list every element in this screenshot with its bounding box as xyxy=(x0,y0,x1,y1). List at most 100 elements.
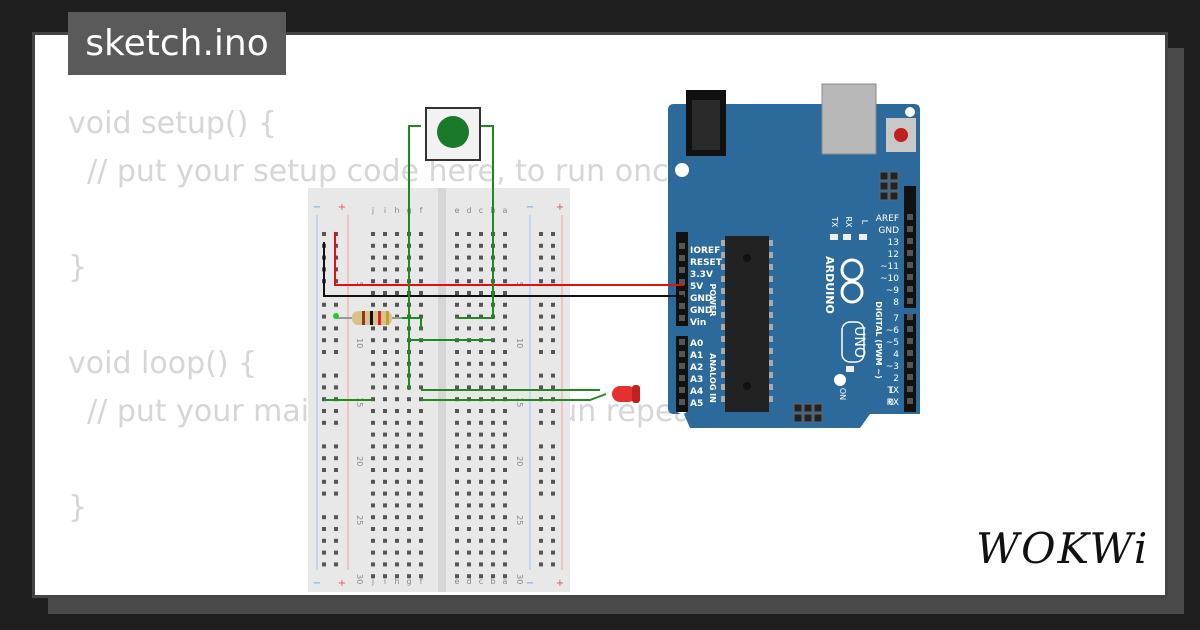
breadboard-hole xyxy=(479,444,483,449)
led xyxy=(612,385,640,403)
breadboard-hole xyxy=(322,314,326,319)
column-letter: e xyxy=(455,577,460,586)
breadboard-hole xyxy=(383,515,387,520)
usb-port xyxy=(821,83,877,155)
breadboard-hole xyxy=(455,255,459,260)
breadboard-hole xyxy=(419,420,423,425)
breadboard-hole xyxy=(419,409,423,413)
resistor xyxy=(333,311,402,325)
header-pin xyxy=(679,339,685,345)
infinity-logo-left xyxy=(840,258,864,282)
header-pin xyxy=(679,399,685,405)
breadboard-hole xyxy=(395,550,399,555)
breadboard-hole xyxy=(479,456,483,461)
pushbutton-cap xyxy=(437,116,469,148)
breadboard-hole xyxy=(551,444,555,449)
breadboard-hole xyxy=(503,291,507,295)
led-dome xyxy=(632,385,640,403)
breadboard-hole xyxy=(467,420,471,425)
file-tab[interactable]: sketch.ino xyxy=(68,12,286,75)
chip-pin xyxy=(721,288,725,294)
breadboard-hole xyxy=(491,550,495,555)
breadboard-hole xyxy=(551,338,555,343)
header-pin xyxy=(679,387,685,393)
breadboard-hole xyxy=(467,385,471,390)
analog-pin-label: A4 xyxy=(690,387,703,397)
breadboard-hole xyxy=(467,279,471,284)
breadboard-hole xyxy=(322,385,326,390)
power-pin-label: Vin xyxy=(690,318,706,328)
breadboard-hole xyxy=(479,538,483,543)
breadboard-hole xyxy=(455,432,459,437)
breadboard-hole xyxy=(551,538,555,543)
infinity-logo-right xyxy=(840,280,864,304)
project-card[interactable] xyxy=(32,32,1168,598)
analog-label: ANALOG IN xyxy=(708,353,717,403)
status-led xyxy=(830,234,838,240)
rail-sign: + xyxy=(338,578,346,589)
breadboard-hole xyxy=(419,515,423,520)
breadboard-hole xyxy=(467,444,471,449)
icsp-pin xyxy=(793,403,803,413)
breadboard-hole xyxy=(503,350,507,354)
breadboard-hole xyxy=(467,479,471,484)
tx-label: TX xyxy=(830,216,839,228)
chip-pin xyxy=(721,312,725,318)
breadboard-hole xyxy=(334,326,338,331)
breadboard-hole xyxy=(383,550,387,555)
breadboard-hole xyxy=(455,314,459,319)
breadboard-hole xyxy=(539,326,543,331)
resistor-band xyxy=(386,311,389,325)
breadboard-hole xyxy=(539,314,543,319)
column-letter: j xyxy=(371,577,374,586)
code-line: } xyxy=(68,250,88,285)
breadboard-hole xyxy=(322,562,326,567)
breadboard-hole xyxy=(371,503,375,508)
breadboard-hole xyxy=(467,314,471,319)
breadboard-hole xyxy=(419,267,423,272)
breadboard-hole xyxy=(383,456,387,461)
breadboard-hole xyxy=(395,503,399,508)
icsp-pin xyxy=(879,181,889,191)
breadboard-hole xyxy=(467,255,471,260)
wire-button-right xyxy=(457,125,494,319)
breadboard-hole xyxy=(491,350,495,354)
breadboard-hole xyxy=(395,338,399,343)
breadboard-hole xyxy=(383,574,387,579)
breadboard-hole xyxy=(467,538,471,543)
breadboard-hole xyxy=(551,385,555,390)
mount-hole xyxy=(675,163,689,177)
breadboard-hole xyxy=(551,267,555,272)
breadboard-hole xyxy=(491,420,495,425)
chip-pin xyxy=(769,288,773,294)
breadboard-hole xyxy=(322,420,326,425)
breadboard-hole xyxy=(479,255,483,260)
header-pin xyxy=(679,351,685,357)
chip-pin xyxy=(769,264,773,270)
breadboard-hole xyxy=(407,538,411,543)
breadboard-hole xyxy=(407,550,411,555)
breadboard-hole xyxy=(395,397,399,402)
breadboard-hole xyxy=(455,479,459,484)
breadboard-hole xyxy=(371,409,375,413)
icsp-pin xyxy=(879,191,889,201)
chip-pin xyxy=(769,384,773,390)
breadboard-hole xyxy=(551,420,555,425)
chip-pin xyxy=(721,252,725,258)
breadboard-hole xyxy=(419,255,423,260)
breadboard-hole xyxy=(383,373,387,378)
row-number: 20 xyxy=(515,456,524,466)
breadboard-hole xyxy=(491,432,495,437)
breadboard-hole xyxy=(419,538,423,543)
chip-pin xyxy=(721,240,725,246)
header-pin xyxy=(679,303,685,309)
resistor-band xyxy=(362,311,365,325)
breadboard-hole xyxy=(503,515,507,520)
breadboard-hole xyxy=(395,291,399,295)
column-letter: d xyxy=(466,577,471,586)
breadboard-hole xyxy=(383,444,387,449)
breadboard-hole xyxy=(503,562,507,567)
digital-pin-label: 2 xyxy=(893,374,899,384)
wire-button-left xyxy=(408,125,421,390)
